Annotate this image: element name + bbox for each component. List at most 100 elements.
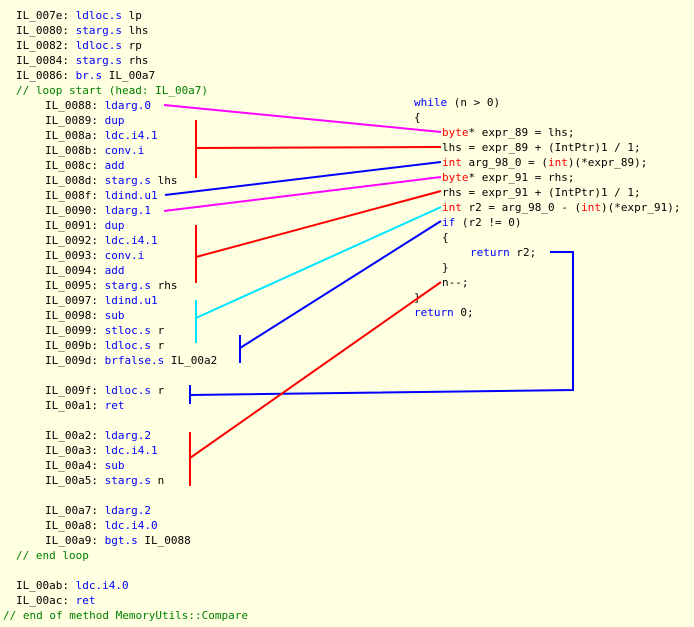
il-operand: rhs [121,54,149,67]
il-offset-label: IL_0097: [45,294,105,307]
il-offset-label: IL_008d: [45,174,105,187]
csharp-token: if [442,216,456,229]
il-offset-label: IL_00a3: [45,444,105,457]
il-instruction: IL_0095: starg.s rhs [45,278,177,293]
il-instruction: IL_009b: ldloc.s r [45,338,164,353]
connector-n-decrement [189,281,442,459]
il-offset-label: IL_007e: [16,9,76,22]
il-instruction: IL_0092: ldc.i4.1 [45,233,158,248]
il-offset-label: IL_00a2: [45,429,105,442]
il-offset-label: IL_0088: [45,99,105,112]
csharp-token: r2 = arg_98_0 - ( [461,201,582,214]
connector-ldarg0 [163,104,442,133]
il-instruction: IL_00ab: ldc.i4.0 [16,578,129,593]
il-operand: r [150,384,165,397]
il-offset-label: IL_008f: [45,189,105,202]
il-offset-label: IL_0092: [45,234,105,247]
il-offset-label: IL_0084: [16,54,76,67]
il-instruction: IL_008f: ldind.u1 [45,188,158,203]
il-opcode: ldc.i4.1 [104,234,158,247]
il-comment: // end of method MemoryUtils::Compare [3,609,249,622]
il-opcode: ret [104,399,125,412]
il-offset-label: IL_009b: [45,339,105,352]
connector-ldarg1 [163,176,442,212]
il-offset-label: IL_0091: [45,219,105,232]
il-instruction: IL_009f: ldloc.s r [45,383,164,398]
csharp-token: (r2 != 0) [455,216,522,229]
il-offset-label: IL_00ab: [16,579,76,592]
il-operand: r [150,324,165,337]
csharp-token: r2; [509,246,537,259]
il-comment: // end loop [16,549,89,562]
csharp-line: if (r2 != 0) [442,215,521,230]
il-operand: lp [121,9,142,22]
il-instruction: IL_008b: conv.i [45,143,144,158]
il-instruction: IL_0086: br.s IL_00a7 [16,68,155,83]
il-opcode: conv.i [104,144,145,157]
il-offset-label: IL_0086: [16,69,76,82]
il-instruction: IL_0098: sub [45,308,124,323]
il-opcode: stloc.s [104,324,151,337]
il-instruction: IL_00a1: ret [45,398,124,413]
csharp-token: * expr_89 = lhs; [468,126,575,139]
il-opcode: sub [104,459,125,472]
csharp-line: n--; [442,275,469,290]
csharp-token: lhs = expr_89 + (IntPtr)1 / 1; [442,141,641,154]
csharp-token: byte [442,171,469,184]
csharp-token: rhs = expr_91 + (IntPtr)1 / 1; [442,186,641,199]
il-opcode: ldarg.2 [104,504,151,517]
il-offset-label: IL_0095: [45,279,105,292]
il-instruction: IL_0097: ldind.u1 [45,293,158,308]
il-instruction: IL_00a3: ldc.i4.1 [45,443,158,458]
il-operand: r [150,339,165,352]
csharp-token: )(*expr_91); [600,201,681,214]
il-opcode: ldc.i4.0 [104,519,158,532]
csharp-token: byte [442,126,469,139]
il-operand: lhs [121,24,149,37]
connector-lhs-increment [195,146,442,149]
csharp-token: 0; [453,306,474,319]
il-opcode: conv.i [104,249,145,262]
il-instruction: IL_00a7: ldarg.2 [45,503,151,518]
csharp-line: { [414,110,421,125]
csharp-token: return [470,246,510,259]
il-offset-label: IL_0090: [45,204,105,217]
il-offset-label: IL_0099: [45,324,105,337]
il-instruction: IL_00a9: bgt.s IL_0088 [45,533,191,548]
il-comment: // loop start (head: IL_00a7) [16,84,209,97]
il-opcode: ldarg.0 [104,99,151,112]
il-instruction: IL_00a8: ldc.i4.0 [45,518,158,533]
csharp-line: return 0; [414,305,474,320]
il-opcode: ldind.u1 [104,189,158,202]
il-offset-label: IL_0082: [16,39,76,52]
connector-rhs-increment [195,190,442,258]
csharp-token: { [442,231,449,244]
connector-ldind-1 [164,161,442,196]
il-opcode: starg.s [104,279,151,292]
il-opcode: starg.s [75,54,122,67]
il-opcode: bgt.s [104,534,138,547]
csharp-line: return r2; [470,245,536,260]
il-operand: IL_00a7 [102,69,156,82]
csharp-token: int [442,156,462,169]
il-opcode: ldc.i4.1 [104,129,158,142]
il-offset-label: IL_0089: [45,114,105,127]
il-offset-label: IL_0093: [45,249,105,262]
il-opcode: brfalse.s [104,354,165,367]
il-offset-label: IL_00a1: [45,399,105,412]
il-operand: IL_0088 [137,534,191,547]
il-instruction: IL_007e: ldloc.s lp [16,8,142,23]
il-opcode: add [104,159,125,172]
csharp-line: byte* expr_89 = lhs; [442,125,574,140]
il-instruction: IL_0090: ldarg.1 [45,203,151,218]
il-offset-label: IL_00a7: [45,504,105,517]
il-operand: n [150,474,165,487]
il-instruction: IL_00ac: ret [16,593,95,608]
il-opcode: ldc.i4.1 [104,444,158,457]
csharp-token: } [442,261,449,274]
il-offset-label: IL_009d: [45,354,105,367]
il-instruction: IL_00a2: ldarg.2 [45,428,151,443]
il-opcode: ldarg.1 [104,204,151,217]
il-instruction: IL_0080: starg.s lhs [16,23,148,38]
